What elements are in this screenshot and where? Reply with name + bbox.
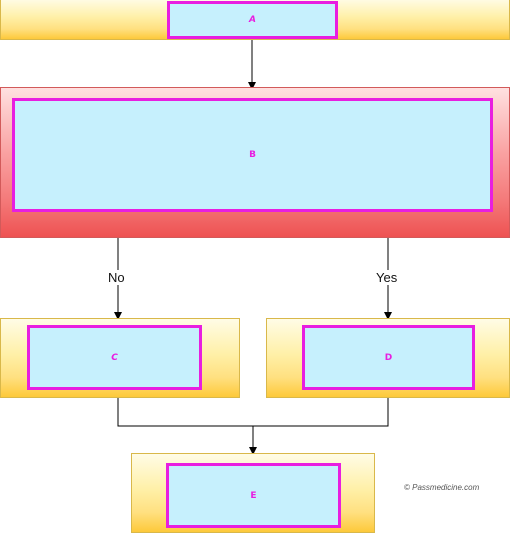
node-d-container: D [266, 318, 510, 398]
node-c-label: C [111, 352, 118, 363]
node-e-container: E [131, 453, 375, 533]
node-d: D [302, 325, 475, 390]
merge-c-d-line [117, 398, 389, 427]
node-b: B [12, 98, 493, 212]
node-a-container: A [0, 0, 510, 40]
node-c-container: C [0, 318, 240, 398]
node-e: E [166, 463, 341, 528]
node-c: C [27, 325, 202, 390]
node-b-label: B [249, 150, 256, 160]
edge-label-yes: Yes [375, 270, 399, 285]
node-a: A [167, 1, 338, 39]
edge-label-no: No [107, 270, 126, 285]
node-d-label: D [384, 352, 393, 363]
node-a-label: A [249, 15, 256, 25]
node-e-label: E [250, 490, 257, 501]
node-b-container: B [0, 87, 510, 238]
copyright-text: © Passmedicine.com [404, 483, 480, 492]
